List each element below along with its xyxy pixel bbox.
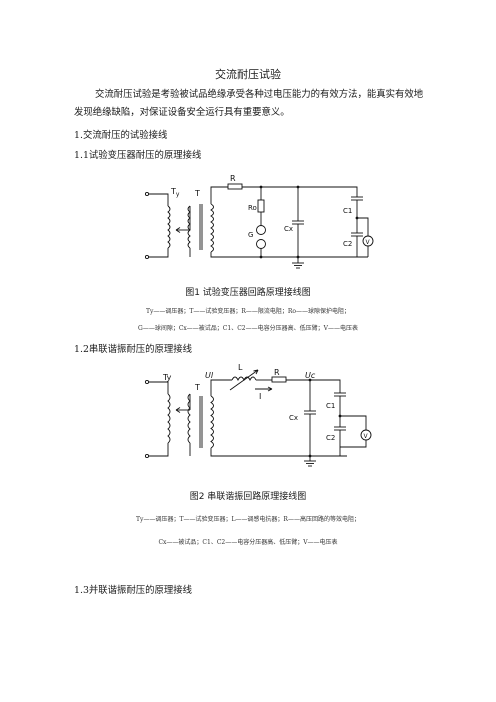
figure-2-legend-1: Ty——调压器；T——试验变压器；L——调感电抗器；R——高压回路的等效电阻；	[136, 516, 360, 523]
label-v: V	[366, 239, 371, 246]
label-cx: Cx	[289, 414, 298, 422]
label-c2: C2	[326, 434, 335, 442]
label-g: G	[248, 231, 253, 239]
section-heading-1-3: 1.3并联谐振耐压的原理接线	[74, 585, 193, 596]
svg-text:Ty: Ty	[170, 187, 180, 198]
figure-1-legend-2: G——球间隙；Cx——被试品；C1、C2——电容分压器高、低压臂；V——电压表	[138, 325, 358, 332]
intro-paragraph: 交流耐压试验是考验被试品绝缘承受各种过电压能力的有效方法，能真实有效地发现绝缘缺…	[74, 89, 424, 118]
figure-2-caption: 图2 串联谐振回路原理接线图	[189, 492, 307, 502]
section-heading-1: 1.交流耐压的试验接线	[74, 130, 168, 141]
label-i: I	[259, 392, 261, 401]
label-c1: C1	[326, 402, 335, 410]
label-l: L	[238, 363, 243, 372]
page-title: 交流耐压试验	[215, 68, 281, 81]
label-r: R	[230, 174, 236, 183]
label-cx: Cx	[284, 225, 293, 233]
label-ro: Ro	[248, 204, 257, 212]
label-c1: C1	[343, 207, 352, 215]
label-ty: Ty	[162, 373, 172, 382]
figure-2-legend-2: Cx——被试品；C1、C2——电容分压器高、低压臂；V——电压表	[158, 539, 338, 546]
label-r: R	[274, 368, 280, 377]
section-heading-1-2: 1.2串联谐振耐压的原理接线	[74, 344, 193, 355]
label-c2: C2	[343, 240, 352, 248]
label-v: V	[364, 433, 369, 440]
label-t: T	[194, 189, 200, 198]
label-t: T	[194, 383, 200, 392]
figure-1-legend-1: Ty——调压器；T——试验变压器；R——限流电阻；Ro——球隙保护电阻；	[145, 308, 351, 315]
figure-1-caption: 图1 试验变压器回路原理接线图	[185, 288, 311, 298]
label-uc: Uc	[305, 371, 316, 380]
section-heading-1-1: 1.1试验变压器耐压的原理接线	[74, 150, 202, 161]
label-ul: Ul	[205, 371, 214, 380]
